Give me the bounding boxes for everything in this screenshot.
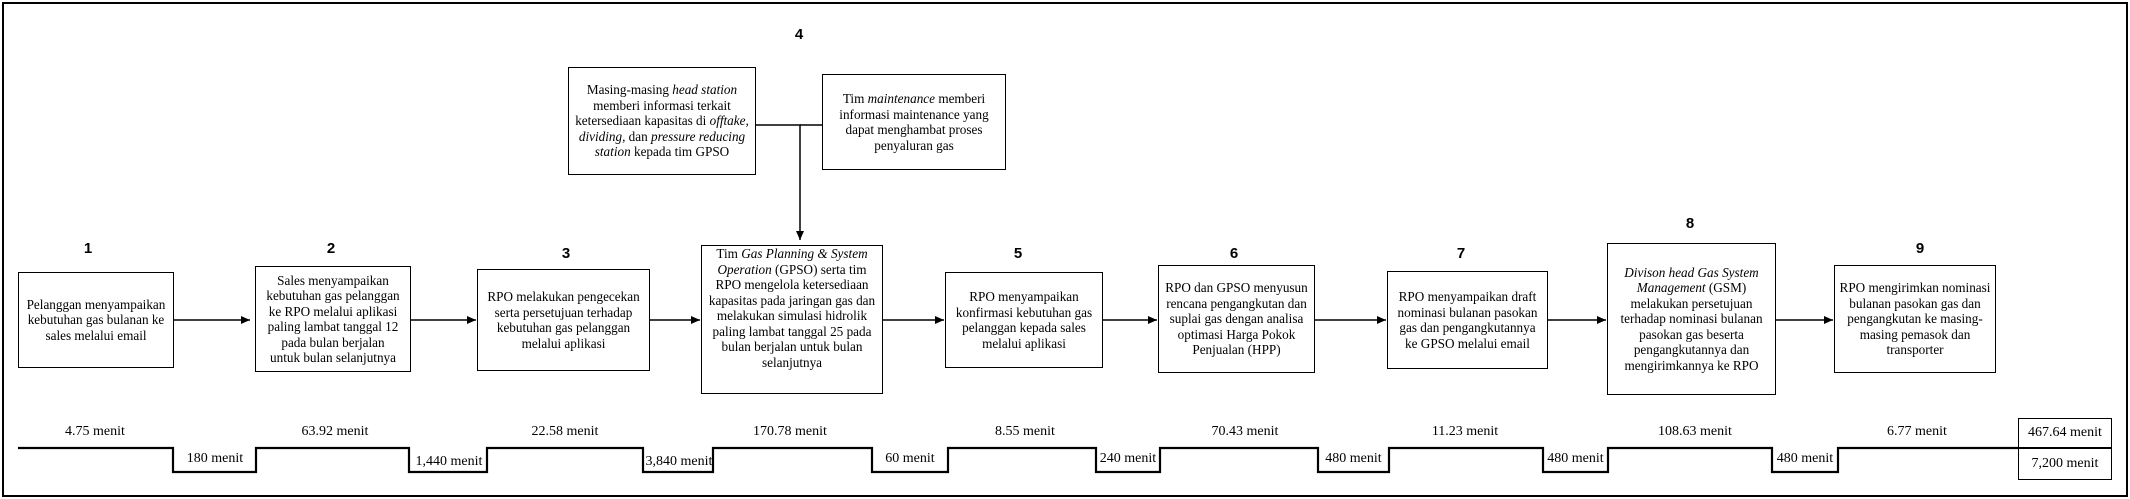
process-time-2: 63.92 menit	[301, 424, 369, 439]
process-time-7: 11.23 menit	[1431, 424, 1499, 439]
process-box-8: Divison head Gas System Management (GSM)…	[1607, 243, 1776, 395]
process-time-4: 170.78 menit	[753, 424, 827, 439]
process-time-3: 22.58 menit	[531, 424, 599, 439]
step-number-2: 2	[326, 240, 336, 257]
process-text-9: RPO mengirimkan nominasi bulanan pasokan…	[1839, 280, 1991, 358]
process-time-8: 108.63 menit	[1658, 424, 1732, 439]
process-box-3: RPO melakukan pengecekan serta persetuju…	[477, 269, 650, 371]
total-wait-time-box: 7,200 menit	[2018, 448, 2112, 480]
process-text-3: RPO melakukan pengecekan serta persetuju…	[487, 289, 640, 351]
wait-time-4: 60 menit	[885, 451, 935, 466]
wait-time-5: 240 menit	[1099, 451, 1157, 466]
process-text-4: Tim Gas Planning & System Operation (GPS…	[708, 246, 876, 370]
wait-time-1: 180 menit	[186, 451, 244, 466]
process-box-1: Pelanggan menyampaikan kebutuhan gas bul…	[18, 272, 174, 368]
process-time-5: 8.55 menit	[995, 424, 1055, 439]
process-text-2: Sales menyampaikan kebutuhan gas pelangg…	[266, 272, 400, 366]
wait-time-7: 480 menit	[1547, 451, 1604, 466]
connector-info-join	[756, 124, 804, 240]
maintenance-info-text: Tim maintenance memberi informasi mainte…	[839, 91, 989, 153]
step-number-3: 3	[561, 245, 571, 262]
process-time-6: 70.43 menit	[1211, 424, 1279, 439]
process-box-4: Tim Gas Planning & System Operation (GPS…	[701, 245, 883, 394]
wait-time-8: 480 menit	[1776, 451, 1834, 466]
process-box-7: RPO menyampaikan draft nominasi bulanan …	[1387, 271, 1548, 369]
process-box-2: Sales menyampaikan kebutuhan gas pelangg…	[255, 266, 411, 372]
head-station-info-box: Masing-masing head station memberi infor…	[568, 67, 756, 175]
process-text-5: RPO menyampaikan konfirmasi kebutuhan ga…	[955, 289, 1093, 351]
process-time-1: 4.75 menit	[65, 424, 125, 439]
wait-time-2: 1,440 menit	[415, 454, 483, 469]
process-text-7: RPO menyampaikan draft nominasi bulanan …	[1397, 289, 1538, 351]
total-process-time: 467.64 menit	[2028, 425, 2102, 440]
process-text-6: RPO dan GPSO menyusun rencana pengangkut…	[1165, 280, 1308, 358]
step-number-5: 5	[1013, 245, 1023, 262]
process-text-8: Divison head Gas System Management (GSM)…	[1620, 264, 1763, 373]
wait-time-6: 480 menit	[1325, 451, 1382, 466]
head-station-info-text: Masing-masing head station memberi infor…	[575, 82, 749, 160]
process-box-9: RPO mengirimkan nominasi bulanan pasokan…	[1834, 265, 1996, 373]
timeline-line	[18, 446, 2018, 474]
step-number-6: 6	[1229, 245, 1239, 262]
total-process-time-box: 467.64 menit	[2018, 418, 2112, 448]
step-number-8: 8	[1685, 215, 1695, 232]
maintenance-info-box: Tim maintenance memberi informasi mainte…	[822, 74, 1006, 170]
step-number-1: 1	[83, 240, 93, 257]
process-box-5: RPO menyampaikan konfirmasi kebutuhan ga…	[945, 272, 1103, 368]
process-box-6: RPO dan GPSO menyusun rencana pengangkut…	[1158, 265, 1315, 373]
step-number-7: 7	[1456, 245, 1466, 262]
total-wait-time: 7,200 menit	[2031, 456, 2099, 471]
step-number-9: 9	[1915, 240, 1925, 257]
step-number-4: 4	[794, 26, 804, 43]
wait-time-3: 3,840 menit	[645, 454, 713, 469]
process-time-9: 6.77 menit	[1887, 424, 1947, 439]
process-text-1: Pelanggan menyampaikan kebutuhan gas bul…	[26, 296, 166, 343]
